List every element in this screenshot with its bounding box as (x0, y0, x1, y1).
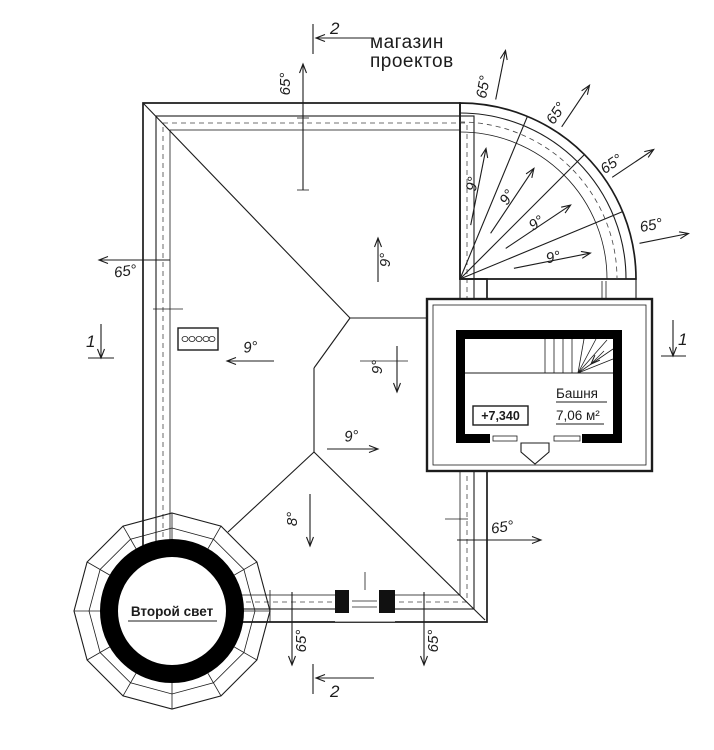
tower-wall-ring (100, 539, 244, 683)
room-openings (490, 433, 582, 465)
door-gap (520, 433, 552, 444)
turret-fan: 9° 9° 9° 9° 65° 65° 65° 65° (459, 51, 689, 301)
section-number: 1 (678, 330, 687, 349)
slope-label-fan-9-4: 9° (544, 248, 561, 267)
elevation-box (472, 405, 529, 426)
room-area: 7,06 м² (556, 408, 600, 423)
slope-label-right-65: 65° (490, 518, 515, 538)
perimeter-slope-arrows: 65° 65° 65° 65° 65° (99, 64, 541, 665)
section-number: 2 (329, 19, 340, 38)
winder-stair (544, 338, 614, 374)
watermark: магазин проектов (370, 32, 454, 72)
slope-label-fan-65-1: 65° (473, 74, 494, 100)
slope-label-fan-9-2: 9° (496, 187, 518, 208)
fan-radial-lines (459, 116, 623, 299)
fan-65-arrows: 65° 65° 65° 65° (473, 51, 688, 244)
section-marker-1-left: 1 (86, 324, 114, 358)
slope-label-bottom-left-65: 65° (293, 630, 310, 653)
section-marker-2-bottom: 2 (312, 664, 374, 701)
section-markers: 2 2 1 1 (86, 19, 687, 701)
chimney-flue (349, 590, 379, 613)
slope-label-right-9: 9° (344, 427, 360, 445)
eave-line-inner (169, 129, 461, 596)
elevation-value: +7,340 (481, 409, 520, 423)
slope-label-mid-9: 9° (369, 360, 386, 374)
slope-label-fan-9-1: 9° (463, 175, 482, 192)
section-marker-2-top: 2 (312, 19, 374, 54)
fan-slope-arrows: 9° 9° 9° 9° (463, 149, 591, 269)
tower-label: Второй свет (131, 604, 214, 619)
room-name: Башня (556, 386, 598, 401)
inset-border-inner (432, 304, 647, 466)
fan-sector (459, 102, 637, 280)
main-roof (142, 102, 488, 623)
roof-slope-annotations: 9° 9° 9° 9° 8° (227, 238, 397, 546)
section-number: 2 (329, 682, 340, 701)
door-leaf (520, 442, 550, 465)
section-number: 1 (86, 332, 95, 351)
slope-label-fan-65-4: 65° (638, 215, 664, 236)
roof-vent (177, 327, 219, 351)
slope-label-left-9: 9° (243, 338, 259, 356)
slope-label-fan-9-3: 9° (526, 212, 547, 234)
roof-hip-lines (142, 102, 486, 621)
slope-label-left-65: 65° (113, 262, 138, 282)
slope-label-up-9: 9° (377, 253, 394, 267)
section-marker-1-right: 1 (661, 320, 687, 356)
watermark-line1: магазин (370, 32, 444, 53)
inset-room-plan: Башня 7,06 м² +7,340 (425, 297, 654, 473)
bottom-eave-band (269, 590, 395, 623)
stair-direction-arrow (591, 350, 605, 364)
slope-label-bottom-right-65: 65° (425, 630, 442, 653)
slope-label-top-65: 65° (277, 73, 294, 96)
slope-label-fan-65-2: 65° (543, 99, 570, 127)
slope-label-8: 8° (284, 512, 301, 526)
round-tower: Второй свет (73, 512, 271, 710)
wall-dashed-line (162, 122, 468, 603)
watermark-line2: проектов (370, 51, 454, 72)
